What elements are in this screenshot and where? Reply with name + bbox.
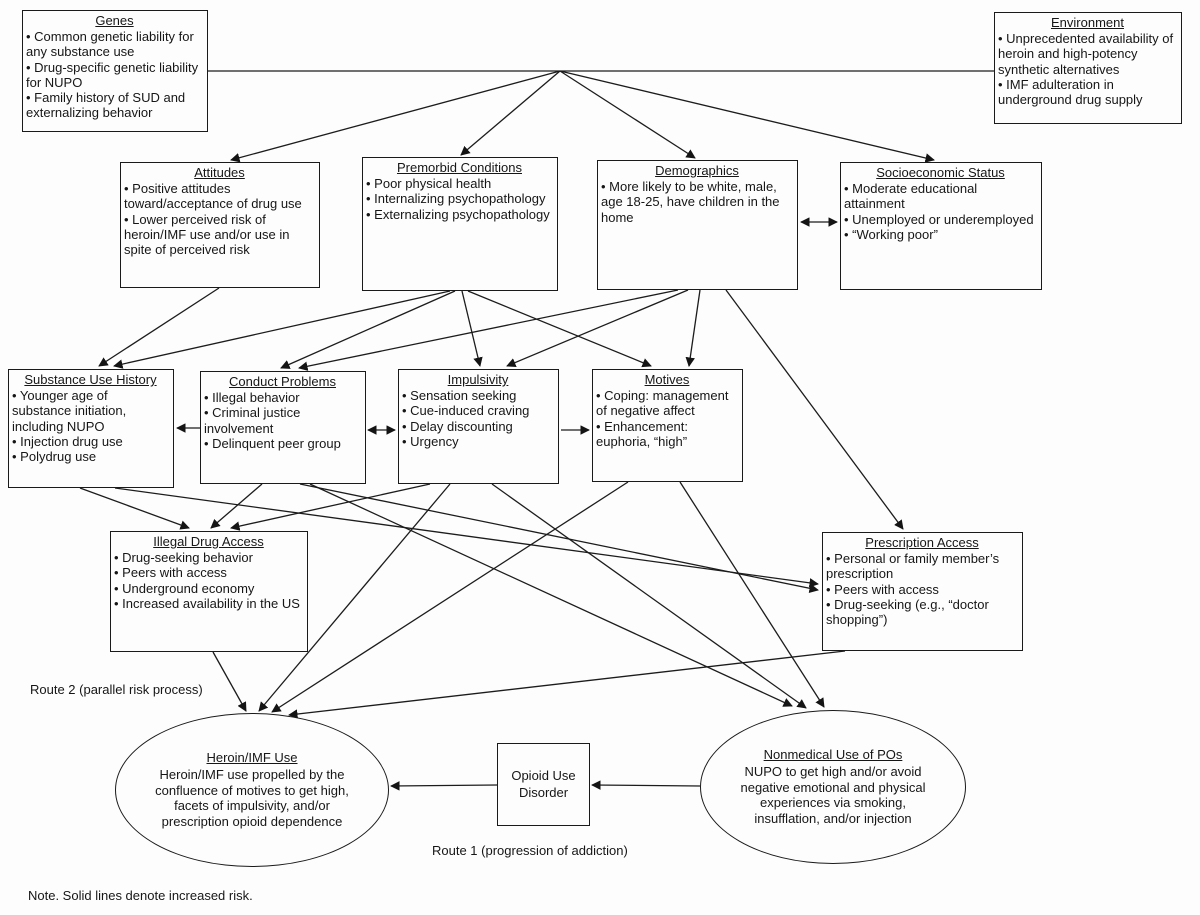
- node-genes-title: Genes: [95, 13, 134, 28]
- edge-impulsivity-nupo: [491, 483, 807, 709]
- edge-top-socioeconomic: [559, 70, 935, 163]
- node-environment: Environment • Unprecedented availability…: [994, 12, 1182, 124]
- node-opioid-use-disorder: Opioid Use Disorder: [497, 743, 590, 826]
- node-attitudes: Attitudes • Positive attitudes toward/ac…: [120, 162, 320, 288]
- bullet: • Polydrug use: [12, 449, 97, 465]
- bullet: • Common genetic liability for any subst…: [26, 29, 194, 60]
- bullet: • Delinquent peer group: [204, 435, 341, 451]
- edge-demographics-prescription-access: [725, 289, 904, 530]
- node-nupo-title: Nonmedical Use of POs: [763, 746, 903, 762]
- node-premorbid-conditions: Premorbid Conditions • Poor physical hea…: [362, 157, 558, 291]
- edge-impulsivity-heroin: [258, 483, 451, 712]
- node-substance-use-history: Substance Use History • Younger age of s…: [8, 369, 174, 488]
- bullet: • Drug-specific genetic liability for NU…: [26, 59, 199, 90]
- edge-demographics-impulsivity: [506, 289, 689, 368]
- bullet: • IMF adulteration in underground drug s…: [998, 76, 1143, 108]
- bullet: • Peers with access: [826, 581, 939, 597]
- bullet: • Unprecedented availability of heroin a…: [998, 31, 1174, 77]
- edge-impulsivity-illegal-drug-access: [230, 483, 431, 531]
- node-ida-title: Illegal Drug Access: [153, 534, 264, 549]
- note-text: Note. Solid lines denote increased risk.: [28, 888, 253, 903]
- edge-conduct-illegal-drug-access: [210, 483, 263, 529]
- node-oud-title: Opioid Use Disorder: [511, 767, 576, 800]
- edge-premorbid-substance-use-history: [113, 290, 451, 369]
- edge-nupo-oud: [591, 780, 701, 790]
- node-motives: Motives • Coping: management of negative…: [592, 369, 743, 482]
- node-demographics-title: Demographics: [655, 163, 739, 178]
- edge-demographics-conduct-problems: [298, 289, 679, 371]
- node-illegal-drug-access: Illegal Drug Access • Drug-seeking behav…: [110, 531, 308, 652]
- node-heroin-imf-use: Heroin/IMF Use Heroin/IMF use propelled …: [115, 713, 389, 867]
- node-impulsivity: Impulsivity • Sensation seeking • Cue-in…: [398, 369, 559, 484]
- edge-premorbid-conduct-problems: [280, 290, 456, 369]
- edge-oud-heroin: [390, 781, 498, 791]
- bullet: • Criminal justice involvement: [204, 405, 301, 436]
- bullet: • Injection drug use: [12, 433, 123, 449]
- edge-top-demographics: [559, 70, 696, 159]
- bullet: • Coping: management of negative affect: [596, 388, 729, 419]
- bullet: • Enhancement: euphoria, “high”: [596, 418, 688, 449]
- edge-substance-use-history-illegal-drug-access: [79, 487, 190, 530]
- node-premorbid-title: Premorbid Conditions: [396, 160, 522, 175]
- node-conduct-title: Conduct Problems: [229, 374, 336, 389]
- route1-label: Route 1 (progression of addiction): [432, 843, 628, 858]
- node-demographics: Demographics • More likely to be white, …: [597, 160, 798, 290]
- edge-conduct-nupo: [309, 483, 793, 707]
- edge-attitudes-substance-use-history: [98, 287, 220, 367]
- edge-premorbid-motives: [467, 290, 652, 368]
- node-heroin-title: Heroin/IMF Use: [206, 749, 298, 765]
- node-attitudes-title: Attitudes: [194, 165, 245, 180]
- node-nupo-body: NUPO to get high and/or avoid negative e…: [740, 763, 926, 827]
- node-suh-title: Substance Use History: [24, 372, 157, 387]
- bullet: • Lower perceived risk of heroin/IMF use…: [124, 211, 290, 258]
- bullet: • Urgency: [402, 433, 459, 449]
- edge-motives-heroin: [271, 481, 629, 713]
- node-genes: Genes • Common genetic liability for any…: [22, 10, 208, 132]
- bullet: • Illegal behavior: [204, 390, 300, 406]
- bullet: • Family history of SUD and externalizin…: [26, 90, 186, 121]
- edge-top-premorbid: [460, 70, 561, 156]
- bullet: • Personal or family member’s prescripti…: [826, 551, 1000, 582]
- node-conduct-problems: Conduct Problems • Illegal behavior • Cr…: [200, 371, 366, 484]
- bullet: • Unemployed or underemployed: [844, 211, 1034, 227]
- bullet: • Cue-induced craving: [402, 403, 530, 419]
- node-socioeconomic-status: Socioeconomic Status • Moderate educatio…: [840, 162, 1042, 290]
- bullet: • Increased availability in the US: [114, 595, 300, 611]
- bullet: • “Working poor”: [844, 226, 938, 242]
- bullet: • Drug-seeking (e.g., “doctor shopping”): [826, 596, 989, 628]
- node-prescription-access: Prescription Access • Personal or family…: [822, 532, 1023, 651]
- bullet: • Moderate educational attainment: [844, 181, 978, 212]
- bullet: • Drug-seeking behavior: [114, 550, 253, 566]
- bullet: • Sensation seeking: [402, 388, 517, 404]
- bullet: • Externalizing psychopathology: [366, 206, 550, 222]
- edge-top-attitudes: [230, 70, 561, 163]
- node-socioeconomic-title: Socioeconomic Status: [876, 165, 1005, 180]
- edge-motives-nupo: [679, 481, 825, 708]
- bullet: • Underground economy: [114, 580, 255, 596]
- bullet: • Poor physical health: [366, 176, 492, 192]
- bullet: • More likely to be white, male, age 18-…: [601, 179, 780, 225]
- edge-demographics-motives: [685, 289, 701, 367]
- edge-illegal-drug-access-heroin: [212, 651, 247, 712]
- edge-substance-use-history-prescription-access: [114, 487, 819, 588]
- bullet: • Younger age of substance initiation, i…: [12, 388, 127, 434]
- bullet: • Delay discounting: [402, 418, 513, 434]
- edge-prescription-access-heroin: [288, 650, 846, 719]
- edge-premorbid-impulsivity: [461, 290, 483, 367]
- node-impulsivity-title: Impulsivity: [447, 372, 509, 387]
- node-environment-title: Environment: [1051, 15, 1124, 30]
- node-heroin-body: Heroin/IMF use propelled by the confluen…: [155, 766, 349, 830]
- node-motives-title: Motives: [644, 372, 690, 387]
- bullet: • Positive attitudes toward/acceptance o…: [124, 181, 302, 212]
- edge-conduct-prescription-access: [299, 483, 819, 593]
- route2-label: Route 2 (parallel risk process): [30, 682, 203, 697]
- bullet: • Internalizing psychopathology: [366, 191, 546, 207]
- node-prescription-title: Prescription Access: [865, 535, 979, 550]
- bullet: • Peers with access: [114, 565, 227, 581]
- node-nonmedical-use-pos: Nonmedical Use of POs NUPO to get high a…: [700, 710, 966, 864]
